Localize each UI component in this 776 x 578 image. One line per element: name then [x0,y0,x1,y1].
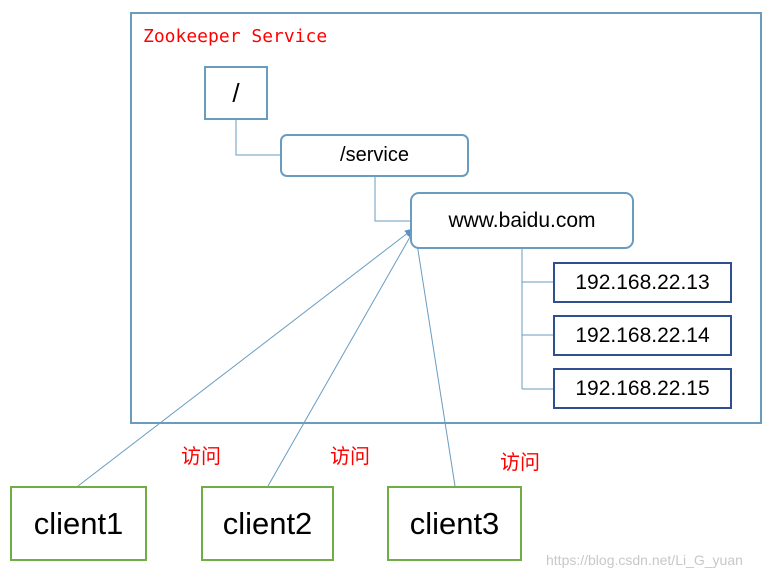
service-title: Zookeeper Service [143,26,328,47]
access-label-client3: 访问 [500,450,540,474]
access-label-client2: 访问 [330,444,370,468]
connector-root-service [235,120,280,156]
zookeeper-service-frame [130,12,762,424]
client-node-1: client1 [10,486,147,561]
connector-service-domain [374,177,410,222]
access-arrow-client3 [412,230,456,487]
tree-node-ip-2: 192.168.22.14 [553,315,732,356]
tree-node-domain: www.baidu.com [410,192,634,249]
watermark: https://blog.csdn.net/Li_G_yuan [546,552,743,568]
tree-node-ip-1: 192.168.22.13 [553,262,732,303]
tree-node-ip-3: 192.168.22.15 [553,368,732,409]
tree-node-root: / [204,66,268,120]
access-arrow-client2 [267,229,415,487]
access-arrow-client1 [77,228,414,487]
access-label-client1: 访问 [181,444,221,468]
client-node-2: client2 [201,486,334,561]
tree-node-service: /service [280,134,469,177]
client-node-3: client3 [387,486,522,561]
